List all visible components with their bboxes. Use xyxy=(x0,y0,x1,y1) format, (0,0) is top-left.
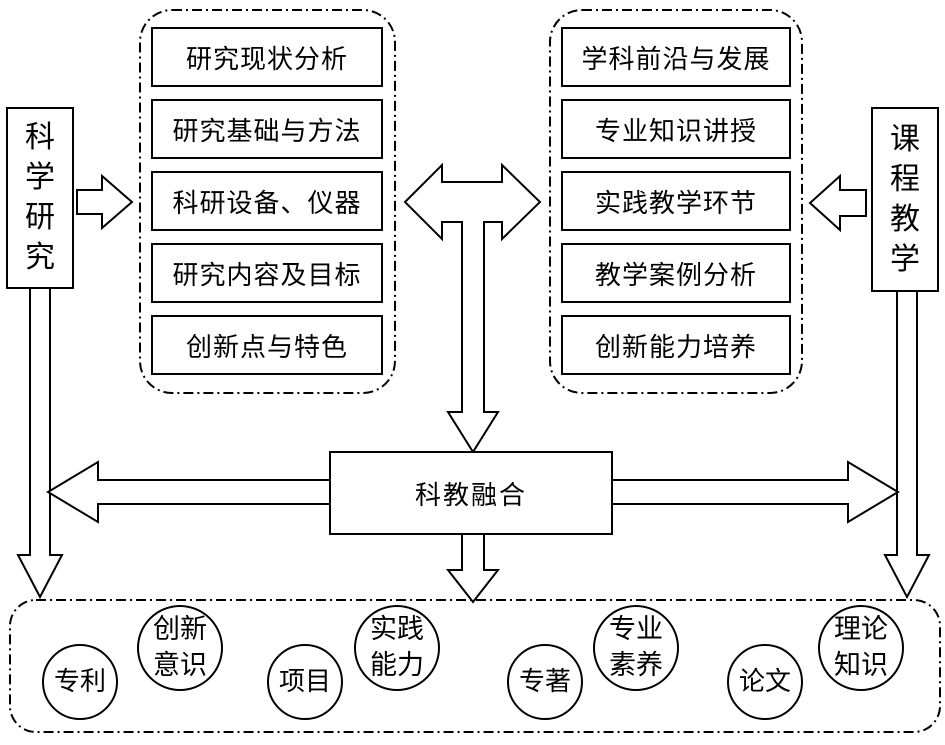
right-item-box-5 xyxy=(561,315,791,375)
outcome-label-7: 论文 xyxy=(728,645,802,719)
right-item-label-3: 实践教学环节 xyxy=(594,188,757,219)
outcome-text: 理论 xyxy=(834,614,888,645)
left-item-box-2 xyxy=(151,99,383,159)
left-in-arrow xyxy=(76,173,134,231)
left-side-char: 科 xyxy=(25,120,55,155)
outcome-label-8: 理论 知识 xyxy=(819,606,903,690)
left-item-box-1 xyxy=(151,27,383,87)
left-item-label-3: 科研设备、仪器 xyxy=(172,188,362,219)
right-item-label-2: 专业知识讲授 xyxy=(594,116,757,147)
left-item-box-5 xyxy=(151,315,383,375)
outcome-text: 专著 xyxy=(518,667,571,697)
right-down-arrow xyxy=(883,290,931,600)
right-side-char: 教 xyxy=(890,201,920,237)
right-item-box-2 xyxy=(561,99,791,159)
left-side-char: 究 xyxy=(25,240,55,275)
left-side-label: 科 学 研 究 xyxy=(7,108,73,288)
outcome-label-2: 创新 意识 xyxy=(138,606,222,690)
outcome-text: 意识 xyxy=(153,650,207,681)
outcome-circle-3 xyxy=(267,644,343,720)
outcome-label-4: 实践 能力 xyxy=(355,606,439,690)
outcome-label-1: 专利 xyxy=(43,645,117,719)
center-down-arrow xyxy=(445,533,501,604)
right-item-label-1: 学科前沿与发展 xyxy=(581,44,771,75)
outcome-text: 素养 xyxy=(609,650,663,681)
outcome-circle-1 xyxy=(42,644,118,720)
outcome-text: 论文 xyxy=(738,667,791,697)
center-label: 科教融合 xyxy=(414,480,527,511)
right-item-label-4: 教学案例分析 xyxy=(594,260,757,291)
left-side-char: 研 xyxy=(25,200,55,235)
outcome-text: 创新 xyxy=(153,614,207,645)
outcome-text: 实践 xyxy=(370,614,424,645)
outcome-label-3: 项目 xyxy=(268,645,342,719)
left-item-label-4: 研究内容及目标 xyxy=(172,260,362,291)
left-item-box-3 xyxy=(151,171,383,231)
outcome-circle-5 xyxy=(507,644,583,720)
outcome-circle-2 xyxy=(137,605,223,691)
center-bidirectional-arrow xyxy=(403,162,542,454)
outcome-label-5: 专著 xyxy=(508,645,582,719)
left-item-label-2: 研究基础与方法 xyxy=(172,116,362,147)
outcome-label-6: 专业 素养 xyxy=(594,606,678,690)
center-box xyxy=(329,451,613,535)
outcome-text: 知识 xyxy=(834,650,888,681)
outcome-circle-4 xyxy=(354,605,440,691)
right-item-box-1 xyxy=(561,27,791,87)
right-in-arrow xyxy=(808,173,867,233)
left-item-box-4 xyxy=(151,243,383,303)
right-item-box-3 xyxy=(561,171,791,231)
left-item-label-1: 研究现状分析 xyxy=(185,44,348,75)
outcome-circle-7 xyxy=(727,644,803,720)
outcome-circle-6 xyxy=(593,605,679,691)
right-side-char: 学 xyxy=(890,241,920,277)
right-item-box-4 xyxy=(561,243,791,303)
left-down-arrow xyxy=(16,287,64,600)
right-side-box xyxy=(871,107,939,292)
left-side-box xyxy=(6,107,74,289)
right-item-label-5: 创新能力培养 xyxy=(594,332,757,363)
outcome-text: 能力 xyxy=(370,650,424,681)
outcome-text: 项目 xyxy=(278,667,331,697)
left-item-label-5: 创新点与特色 xyxy=(185,332,348,363)
outcomes-container xyxy=(9,599,941,733)
right-side-label: 课 程 教 学 xyxy=(872,108,938,291)
left-side-char: 学 xyxy=(25,160,55,195)
outcome-circle-8 xyxy=(818,605,904,691)
outcome-text: 专利 xyxy=(53,667,106,697)
outcome-text: 专业 xyxy=(609,614,663,645)
right-side-char: 程 xyxy=(890,161,920,197)
right-side-char: 课 xyxy=(890,121,920,157)
